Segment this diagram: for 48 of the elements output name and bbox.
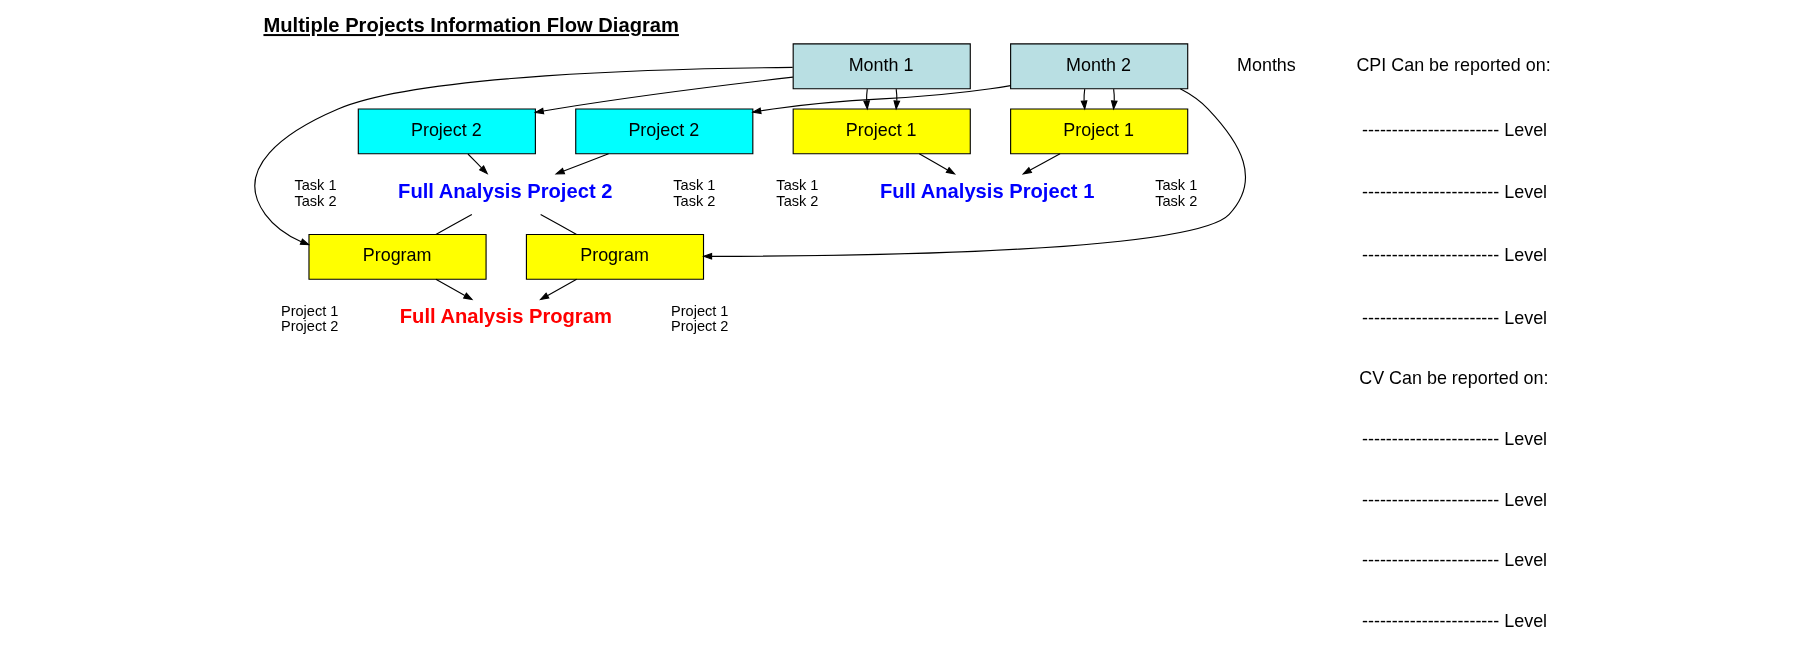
node-box: Project 2 [575, 108, 754, 155]
node-label: Task 2 [673, 192, 716, 209]
label: ----------------------- Level [1362, 550, 1548, 571]
label: ----------------------- Level [1362, 610, 1548, 631]
node-label: Task 1 [776, 177, 819, 194]
label: ----------------------- Level [1362, 119, 1548, 140]
diagram-title: Multiple Projects Information Flow Diagram [263, 14, 679, 37]
arrow [1021, 153, 1061, 175]
label: ----------------------- Level [1362, 489, 1548, 510]
label: CPI Can be reported on: [1356, 54, 1551, 75]
node-label: Project 1 [280, 302, 339, 319]
arrow [1110, 88, 1118, 111]
label: ----------------------- Level [1362, 307, 1548, 328]
arrow [539, 278, 578, 301]
node-text: Full Analysis Program [399, 305, 612, 328]
arrow [918, 153, 957, 175]
node-label: Task 2 [1155, 192, 1198, 209]
arrow [1080, 88, 1088, 111]
node-box: Month 2 [1010, 43, 1189, 90]
arrow [435, 278, 474, 301]
node-label: Task 1 [1155, 177, 1198, 194]
arrow [533, 76, 794, 115]
node-label: Project 1 [671, 302, 729, 319]
node-box: Project 1 [1010, 108, 1189, 155]
node-box: Month 1 [792, 43, 971, 90]
node-box: Project 1 [792, 108, 971, 155]
connector [435, 213, 473, 235]
label: CV Can be reported on: [1359, 368, 1549, 389]
node-text: Full Analysis Project 1 [880, 179, 1095, 202]
node-label: Task 2 [776, 192, 819, 209]
node-label: Project 2 [280, 318, 339, 335]
node-label: Task 1 [673, 177, 716, 194]
arrow [254, 66, 794, 246]
arrow [467, 153, 489, 175]
connector [540, 213, 578, 235]
node-label: Task 2 [294, 192, 337, 209]
label: ----------------------- Level [1362, 245, 1548, 266]
arrow [863, 88, 871, 111]
label: ----------------------- Level [1362, 182, 1548, 203]
label: ----------------------- Level [1362, 428, 1548, 449]
node-label: Project 2 [671, 318, 729, 335]
node-label: Task 1 [294, 177, 337, 194]
node-text: Full Analysis Project 2 [398, 179, 613, 202]
arrow [554, 153, 610, 175]
label: Months [1237, 54, 1296, 75]
node-box: Program [308, 233, 487, 280]
node-box: Program [525, 233, 705, 280]
node-box: Project 2 [357, 108, 536, 155]
